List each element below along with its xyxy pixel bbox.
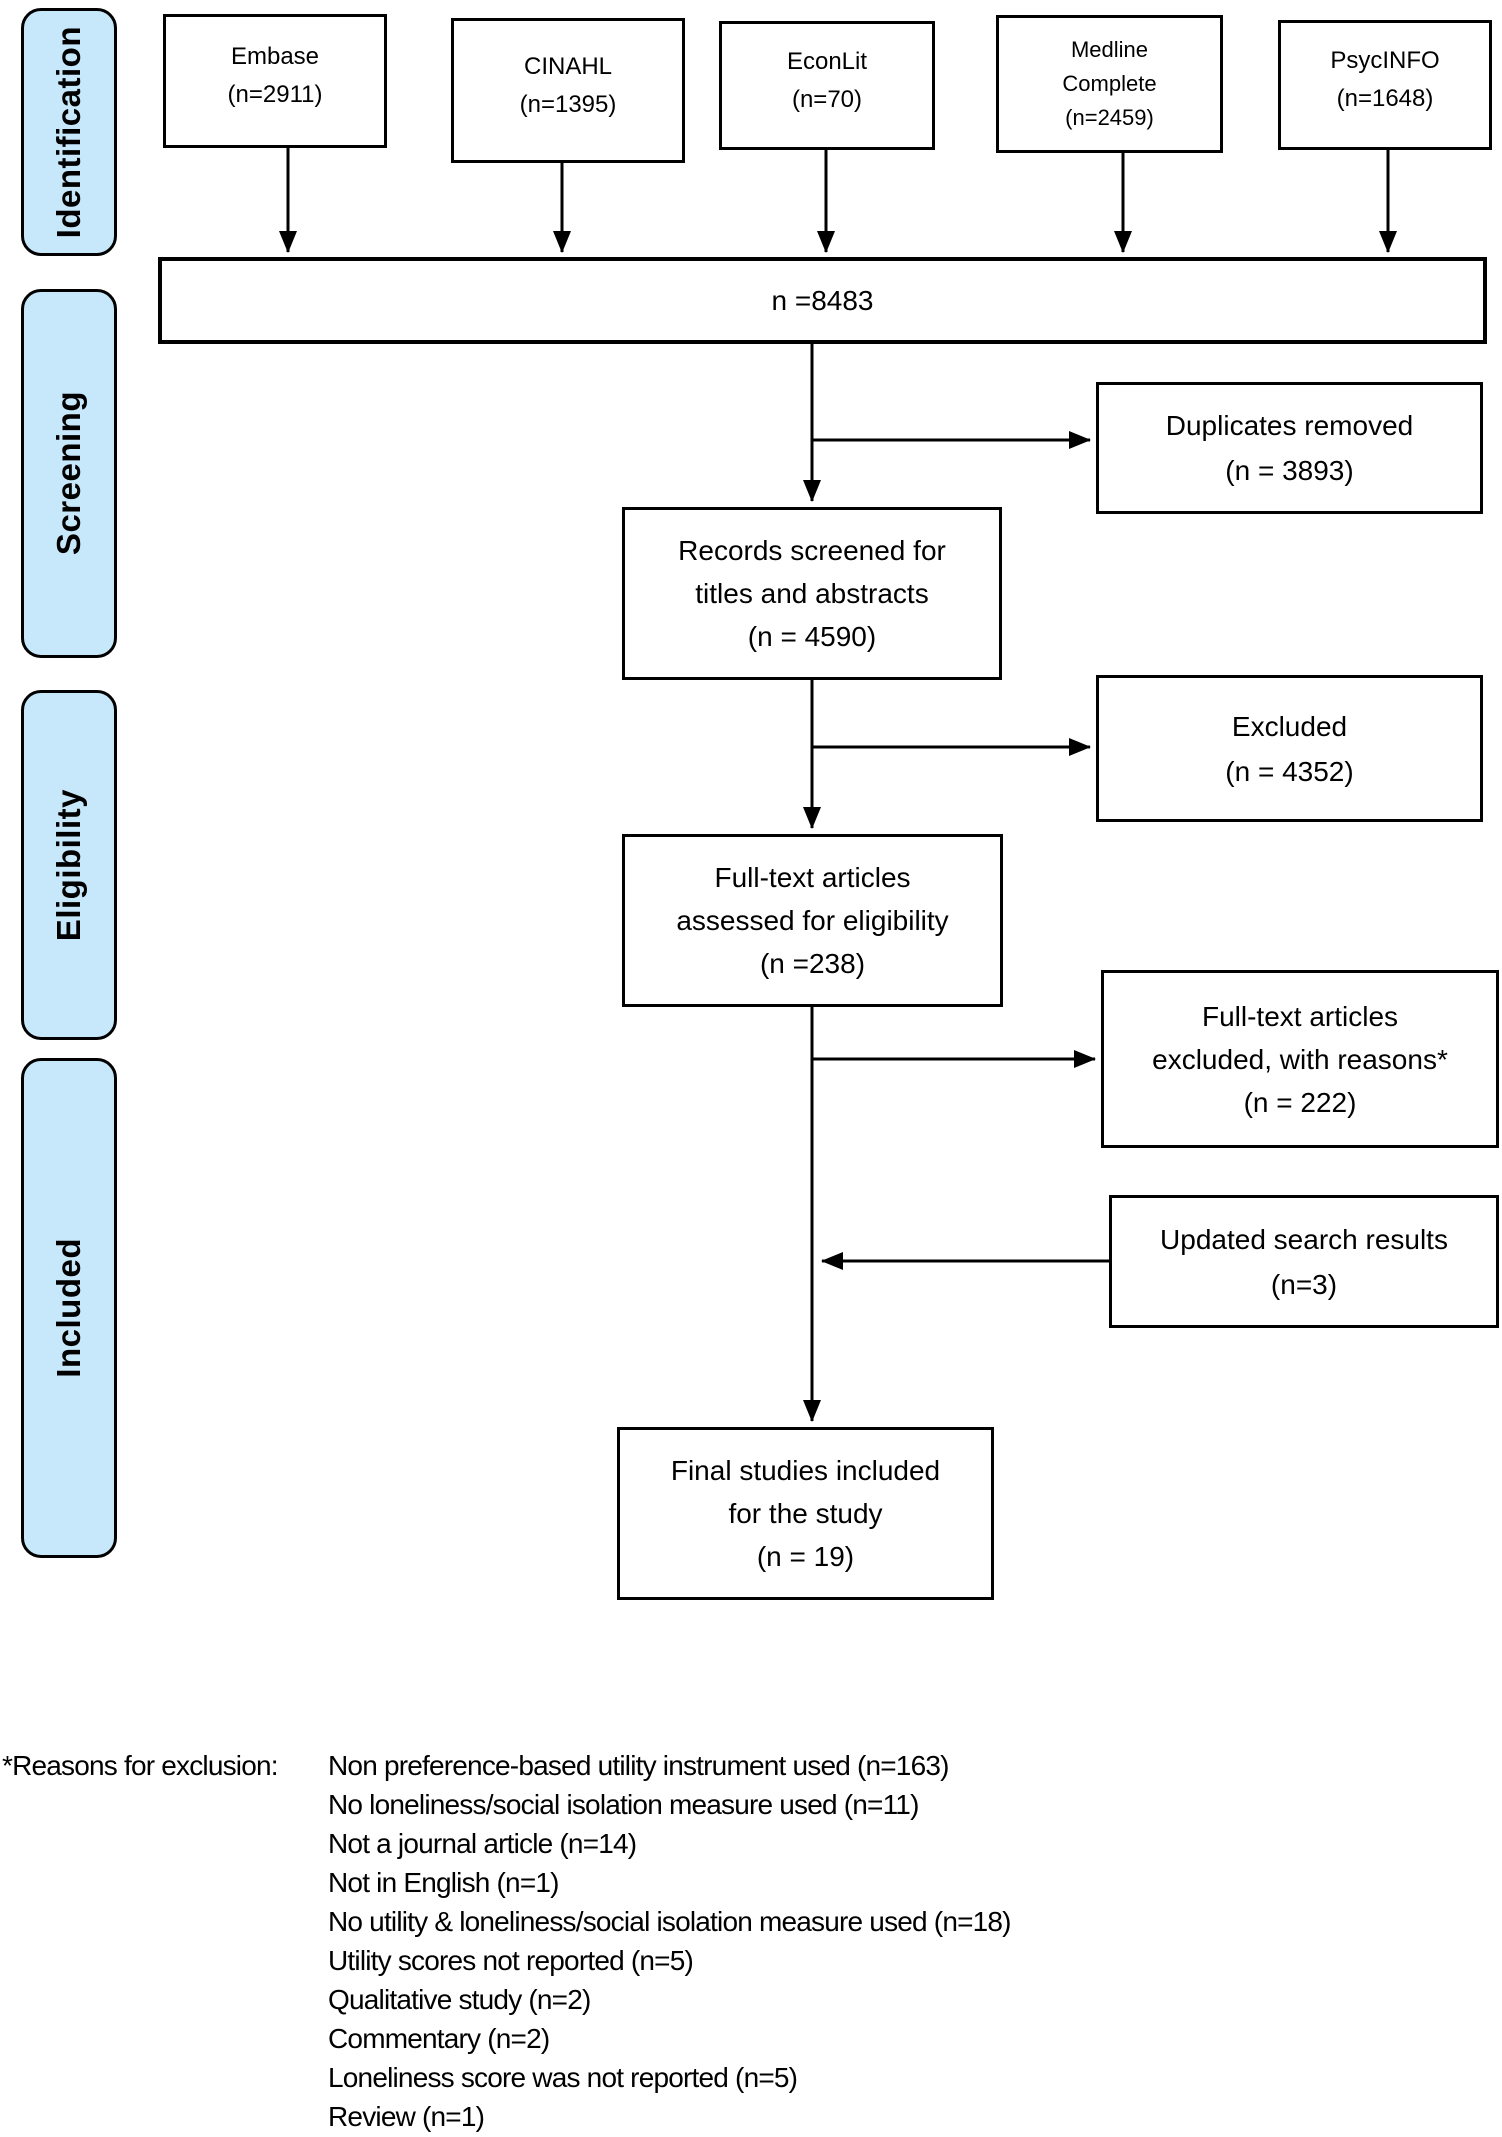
source-count: (n=1395) <box>519 90 617 118</box>
box-line: (n=3) <box>1270 1268 1338 1300</box>
excluded-box: Excluded (n = 4352) <box>1096 675 1483 822</box>
reasons-for-exclusion-list: Non preference-based utility instrument … <box>328 1746 1012 2136</box>
fulltext-excluded-box: Full-text articles excluded, with reason… <box>1101 970 1499 1148</box>
source-name: Embase <box>230 43 320 70</box>
source-box-embase: Embase (n=2911) <box>163 14 387 148</box>
box-line: (n = 4352) <box>1225 755 1354 787</box>
source-name: Medline <box>1070 37 1149 62</box>
box-line: Updated search results <box>1160 1223 1448 1255</box>
source-name: Complete <box>1062 71 1157 96</box>
reason-item: No loneliness/social isolation measure u… <box>328 1789 919 1820</box>
box-line: Final studies included <box>670 1455 941 1486</box>
reason-item: Commentary (n=2) <box>328 2023 550 2054</box>
updated-search-box: Updated search results (n=3) <box>1109 1195 1499 1328</box>
reason-item: Utility scores not reported (n=5) <box>328 1945 694 1976</box>
box-line: Records screened for <box>678 535 946 566</box>
reason-item: No utility & loneliness/social isolation… <box>328 1906 1012 1937</box>
source-count: (n=70) <box>791 85 863 113</box>
stage-eligibility: Eligibility <box>21 690 117 1040</box>
reason-item: Non preference-based utility instrument … <box>328 1750 949 1781</box>
pooled-count: n =8483 <box>771 284 874 316</box>
source-box-medline: Medline Complete (n=2459) <box>996 15 1223 153</box>
final-included-box: Final studies included for the study (n … <box>617 1427 994 1600</box>
box-line: Excluded <box>1231 710 1348 742</box>
box-line: excluded, with reasons* <box>1152 1043 1448 1075</box>
box-line: (n =238) <box>759 948 866 979</box>
box-line: (n = 3893) <box>1225 455 1354 486</box>
box-line: assessed for eligibility <box>676 905 949 936</box>
box-line: (n = 19) <box>756 1541 855 1572</box>
source-box-econlit: EconLit (n=70) <box>719 21 935 150</box>
source-name: EconLit <box>786 47 868 75</box>
source-count: (n=2911) <box>227 81 323 108</box>
box-line: for the study <box>728 1498 883 1529</box>
reason-item: Not a journal article (n=14) <box>328 1828 637 1859</box>
box-line: (n = 4590) <box>747 621 877 652</box>
duplicates-removed-box: Duplicates removed (n = 3893) <box>1096 382 1483 514</box>
box-line: Full-text articles <box>1201 1000 1399 1032</box>
box-line: titles and abstracts <box>695 578 929 609</box>
source-box-psycinfo: PsycINFO (n=1648) <box>1278 20 1492 150</box>
fulltext-assessed-box: Full-text articles assessed for eligibil… <box>622 834 1003 1007</box>
stage-screening: Screening <box>21 289 117 658</box>
reason-item: Review (n=1) <box>328 2101 485 2132</box>
reasons-for-exclusion-label: *Reasons for exclusion: <box>2 1750 279 1781</box>
stage-included: Included <box>21 1058 117 1558</box>
source-count: (n=1648) <box>1336 85 1434 112</box>
records-screened-box: Records screened for titles and abstract… <box>622 507 1002 680</box>
box-line: Duplicates removed <box>1165 410 1414 441</box>
box-line: Full-text articles <box>714 862 911 893</box>
stage-identification: Identification <box>21 8 117 256</box>
source-name: PsycINFO <box>1330 47 1440 74</box>
reason-item: Not in English (n=1) <box>328 1867 559 1898</box>
source-name: CINAHL <box>523 52 613 80</box>
reason-item: Qualitative study (n=2) <box>328 1984 591 2015</box>
box-line: (n = 222) <box>1243 1086 1357 1118</box>
reason-item: Loneliness score was not reported (n=5) <box>328 2062 798 2093</box>
source-count: (n=2459) <box>1065 105 1154 130</box>
source-box-cinahl: CINAHL (n=1395) <box>451 18 685 163</box>
pooled-records-box: n =8483 <box>158 257 1487 344</box>
